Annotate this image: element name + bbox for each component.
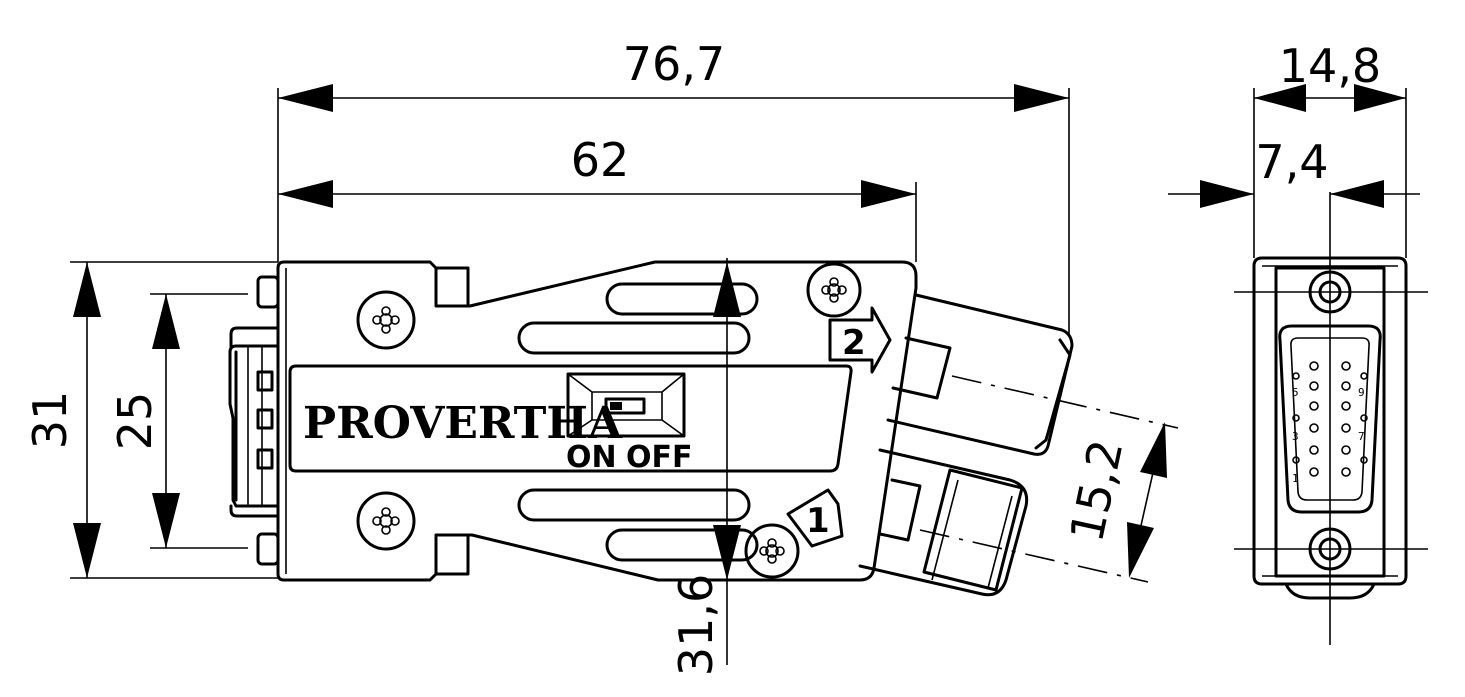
cable-outlet-2 (886, 293, 1074, 456)
port-2-arrow-icon: 2 (828, 306, 892, 374)
screw-icon (356, 491, 416, 551)
dimension-overall-height: 31 (23, 261, 278, 579)
pin-label: 9 (1358, 386, 1365, 399)
switch-off-label: OFF (626, 440, 693, 475)
connector-front-view: PROVERTHA ON OFF (228, 260, 1074, 597)
pin-grid: 5 3 1 9 7 (1292, 361, 1368, 485)
port-1-label: 1 (806, 501, 830, 541)
pin-label: 5 (1292, 386, 1299, 399)
switch-on-label: ON (566, 440, 617, 475)
dimension-flange-height-label: 25 (108, 392, 162, 451)
port-2-label: 2 (842, 323, 866, 363)
dimension-overall-height-label: 31 (23, 391, 77, 450)
screw-icon (806, 262, 862, 318)
dimension-flange-height: 25 (108, 293, 248, 549)
dimension-overall-length-label: 76,7 (623, 37, 725, 91)
dimension-cable-spacing-label: 15,2 (1059, 435, 1133, 546)
pin-label: 1 (1292, 472, 1299, 485)
cable-outlet-1 (858, 448, 1029, 597)
dimension-side-center-label: 7,4 (1255, 135, 1328, 189)
port-1-arrow-icon: 1 (786, 488, 844, 548)
dimension-side-width-label: 14,8 (1279, 39, 1381, 93)
pin-label: 7 (1358, 430, 1365, 443)
screw-icon (744, 523, 800, 579)
dimension-depth-label: 31,6 (669, 574, 723, 676)
dimension-overall-length: 76,7 (277, 37, 1070, 335)
screw-icon (356, 290, 416, 350)
dimension-side-width: 14,8 (1253, 39, 1407, 258)
dimension-side-center: 7,4 (1168, 135, 1420, 208)
dimension-body-length: 62 (278, 133, 917, 262)
pin-label: 3 (1292, 430, 1299, 443)
dimension-body-length-label: 62 (571, 133, 630, 187)
dimension-depth: 31,6 (669, 258, 741, 676)
dimension-cable-spacing: 15,2 (919, 375, 1179, 583)
termination-switch: ON OFF (566, 372, 693, 475)
connector-side-view: 5 3 1 9 7 (1234, 192, 1428, 645)
brand-label: PROVERTHA (303, 398, 623, 449)
